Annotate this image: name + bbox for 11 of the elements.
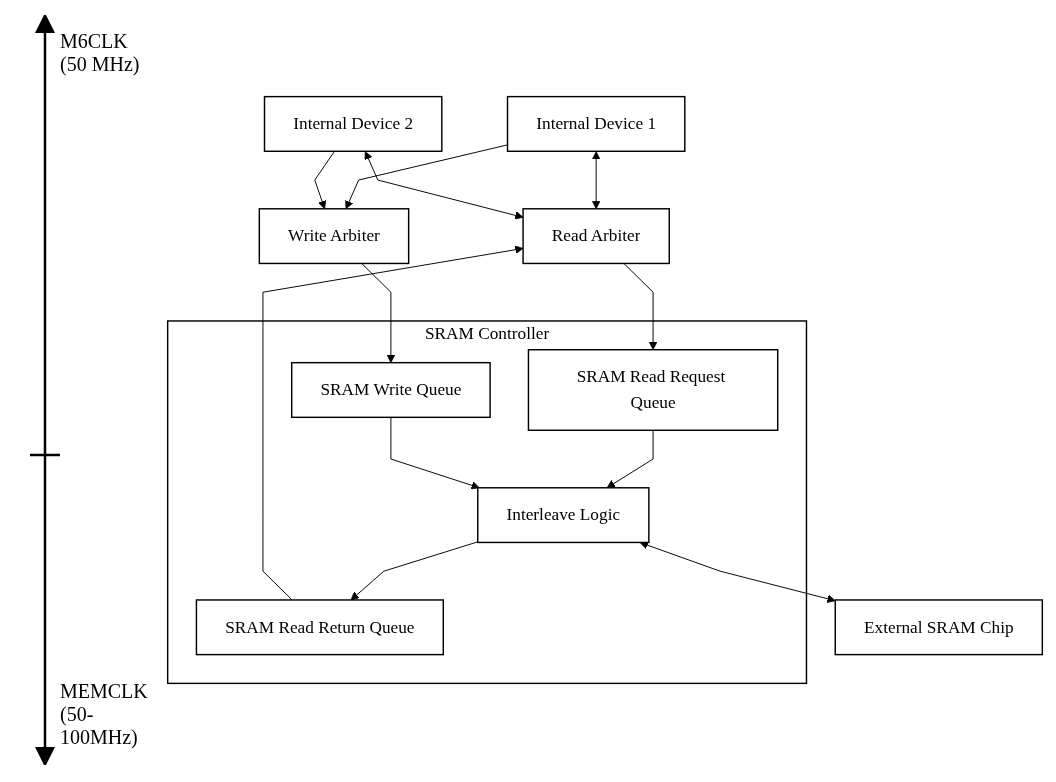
node-box: Internal Device 2 <box>263 95 443 152</box>
node-box: Internal Device 1 <box>506 95 686 152</box>
node-box: External SRAM Chip <box>834 599 1044 656</box>
node-box: SRAM Read Request Queue <box>527 349 779 431</box>
node-box: Read Arbiter <box>522 208 670 265</box>
node-box: Write Arbiter <box>258 208 410 265</box>
node-box: Interleave Logic <box>477 487 650 544</box>
clock-label: M6CLK (50 MHz) <box>60 30 141 76</box>
node-box: SRAM Write Queue <box>290 361 491 419</box>
clock-label: MEMCLK (50-100MHz) <box>60 680 148 749</box>
node-box: SRAM Read Return Queue <box>195 599 444 656</box>
